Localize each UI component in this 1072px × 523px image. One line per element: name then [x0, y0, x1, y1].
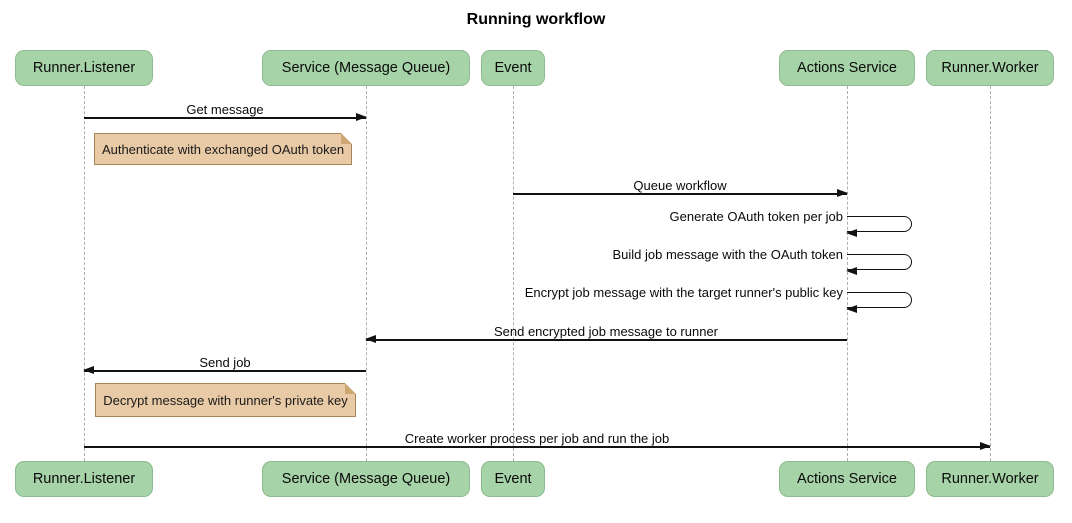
lifeline-runner-worker: [990, 86, 991, 461]
message-label-send-job: Send job: [199, 355, 251, 370]
note-authenticate-oauth: Authenticate with exchanged OAuth token: [94, 133, 352, 165]
message-label-build-job-message: Build job message with the OAuth token: [612, 247, 843, 262]
actor-runner-worker-bottom: Runner.Worker: [926, 461, 1054, 497]
note-text: Authenticate with exchanged OAuth token: [101, 141, 345, 157]
note-decrypt-message: Decrypt message with runner's private ke…: [95, 383, 356, 417]
actor-runner-listener-bottom: Runner.Listener: [15, 461, 153, 497]
arrowhead-right-icon: [837, 189, 848, 198]
message-label-generate-oauth-token: Generate OAuth token per job: [669, 209, 843, 224]
arrowhead-left-icon: [365, 335, 376, 344]
actor-runner-worker-top: Runner.Worker: [926, 50, 1054, 86]
lifeline-runner-listener: [84, 86, 85, 461]
arrowhead-right-icon: [980, 442, 991, 451]
arrowhead-left-icon: [846, 305, 857, 313]
actor-event-bottom: Event: [481, 461, 545, 497]
actor-service-message-queue-bottom: Service (Message Queue): [262, 461, 470, 497]
lifeline-event: [513, 86, 514, 461]
note-fold-corner-icon: [341, 133, 352, 144]
actor-runner-listener-top: Runner.Listener: [15, 50, 153, 86]
message-label-encrypt-job-message: Encrypt job message with the target runn…: [524, 285, 843, 300]
message-label-create-worker-process: Create worker process per job and run th…: [404, 431, 670, 446]
actor-actions-service-bottom: Actions Service: [779, 461, 915, 497]
arrowhead-right-icon: [356, 113, 367, 122]
message-arrow-get-message: [84, 113, 367, 122]
arrowhead-left-icon: [846, 229, 857, 237]
message-arrow-queue-workflow: [513, 189, 848, 198]
actor-actions-service-top: Actions Service: [779, 50, 915, 86]
self-message-loop-generate-oauth: [846, 216, 912, 237]
message-label-send-encrypted-job: Send encrypted job message to runner: [493, 324, 719, 339]
message-arrow-send-job: [83, 366, 366, 375]
actor-event-top: Event: [481, 50, 545, 86]
diagram-title: Running workflow: [466, 11, 606, 28]
lifeline-service-message-queue: [366, 86, 367, 461]
self-message-loop-build-job: [846, 254, 912, 275]
note-fold-corner-icon: [345, 383, 356, 394]
arrowhead-left-icon: [83, 366, 94, 375]
arrowhead-left-icon: [846, 267, 857, 275]
actor-service-message-queue-top: Service (Message Queue): [262, 50, 470, 86]
message-arrow-send-encrypted-job: [365, 335, 847, 344]
note-text: Decrypt message with runner's private ke…: [103, 392, 348, 408]
message-label-queue-workflow: Queue workflow: [633, 178, 727, 193]
message-arrow-create-worker-process: [84, 442, 991, 451]
self-message-loop-encrypt-job: [846, 292, 912, 313]
message-label-get-message: Get message: [186, 102, 264, 117]
